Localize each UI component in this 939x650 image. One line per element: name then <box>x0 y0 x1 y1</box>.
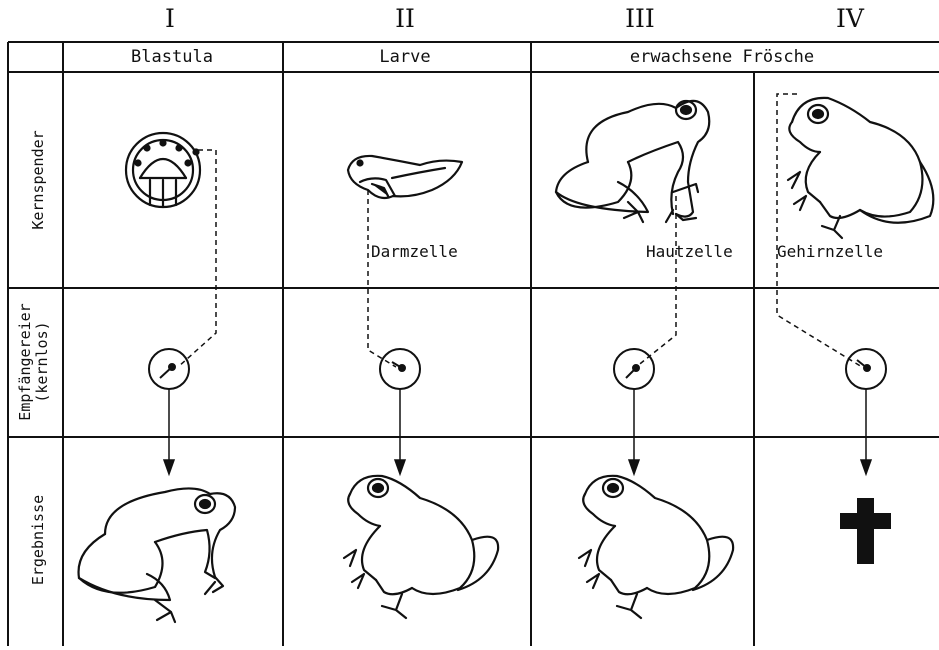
frog-result-3 <box>579 476 733 618</box>
header-larve: Larve <box>379 47 430 67</box>
egg-2 <box>380 349 420 389</box>
egg-3 <box>614 349 654 389</box>
label-gehirnzelle: Gehirnzelle <box>777 242 883 261</box>
header-adult-frogs: erwachsene Frösche <box>630 47 814 67</box>
larva-illustration <box>348 156 462 198</box>
row-label-empfaengereier: Empfängereier <box>16 303 34 420</box>
row-label-kernlos: (kernlos) <box>33 321 51 402</box>
frog-donor-brain <box>788 98 933 238</box>
frog-result-1 <box>79 488 235 622</box>
column-numeral-2: II <box>395 4 415 33</box>
recipient-eggs <box>149 349 886 389</box>
frog-donor-skin <box>556 101 709 222</box>
column-numeral-4: IV <box>836 4 865 33</box>
egg-1 <box>149 349 189 389</box>
egg-4 <box>846 349 886 389</box>
row-label-ergebnisse: Ergebnisse <box>29 495 47 585</box>
row-label-kernspender: Kernspender <box>29 130 47 229</box>
column-numeral-3: III <box>625 4 655 33</box>
transfer-lines <box>178 94 862 367</box>
result-arrows <box>164 389 871 474</box>
label-hautzelle: Hautzelle <box>646 242 733 261</box>
header-blastula: Blastula <box>131 47 213 67</box>
frog-result-2 <box>344 476 498 618</box>
cross-icon <box>840 498 891 564</box>
blastula-illustration <box>126 133 200 207</box>
column-numeral-1: I <box>165 4 175 33</box>
label-darmzelle: Darmzelle <box>371 242 458 261</box>
